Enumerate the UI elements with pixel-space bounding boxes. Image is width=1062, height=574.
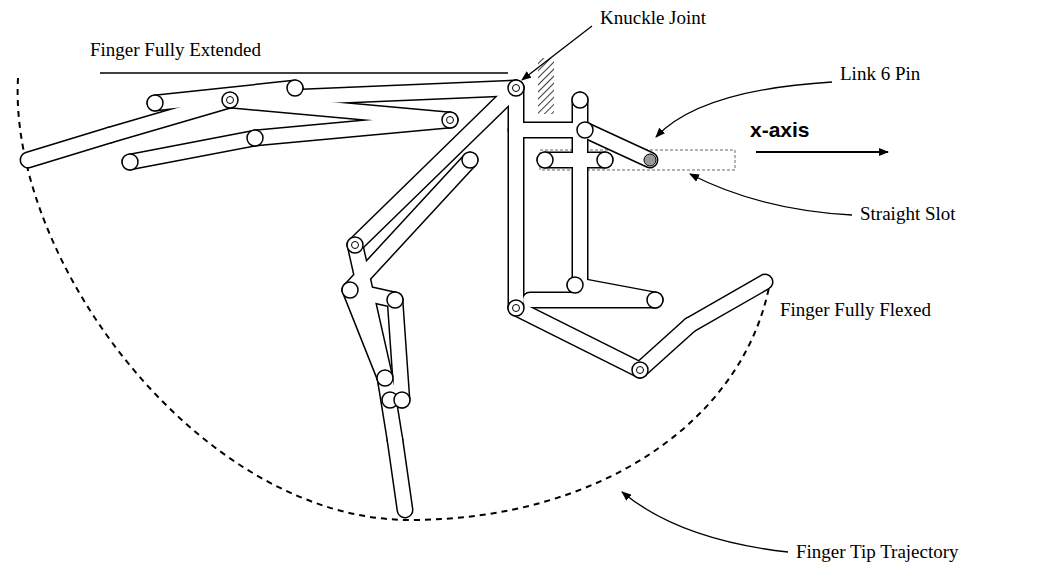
- axis-label: x-axis: [748, 118, 812, 141]
- part-label: Straight Slot: [858, 204, 958, 225]
- position-label: Finger Fully Flexed: [778, 300, 933, 321]
- part-label: Link 6 Pin: [838, 64, 922, 85]
- part-label: Knuckle Joint: [598, 8, 708, 29]
- position-label: Finger Fully Extended: [88, 40, 263, 61]
- trajectory-label: Finger Tip Trajectory: [794, 542, 961, 563]
